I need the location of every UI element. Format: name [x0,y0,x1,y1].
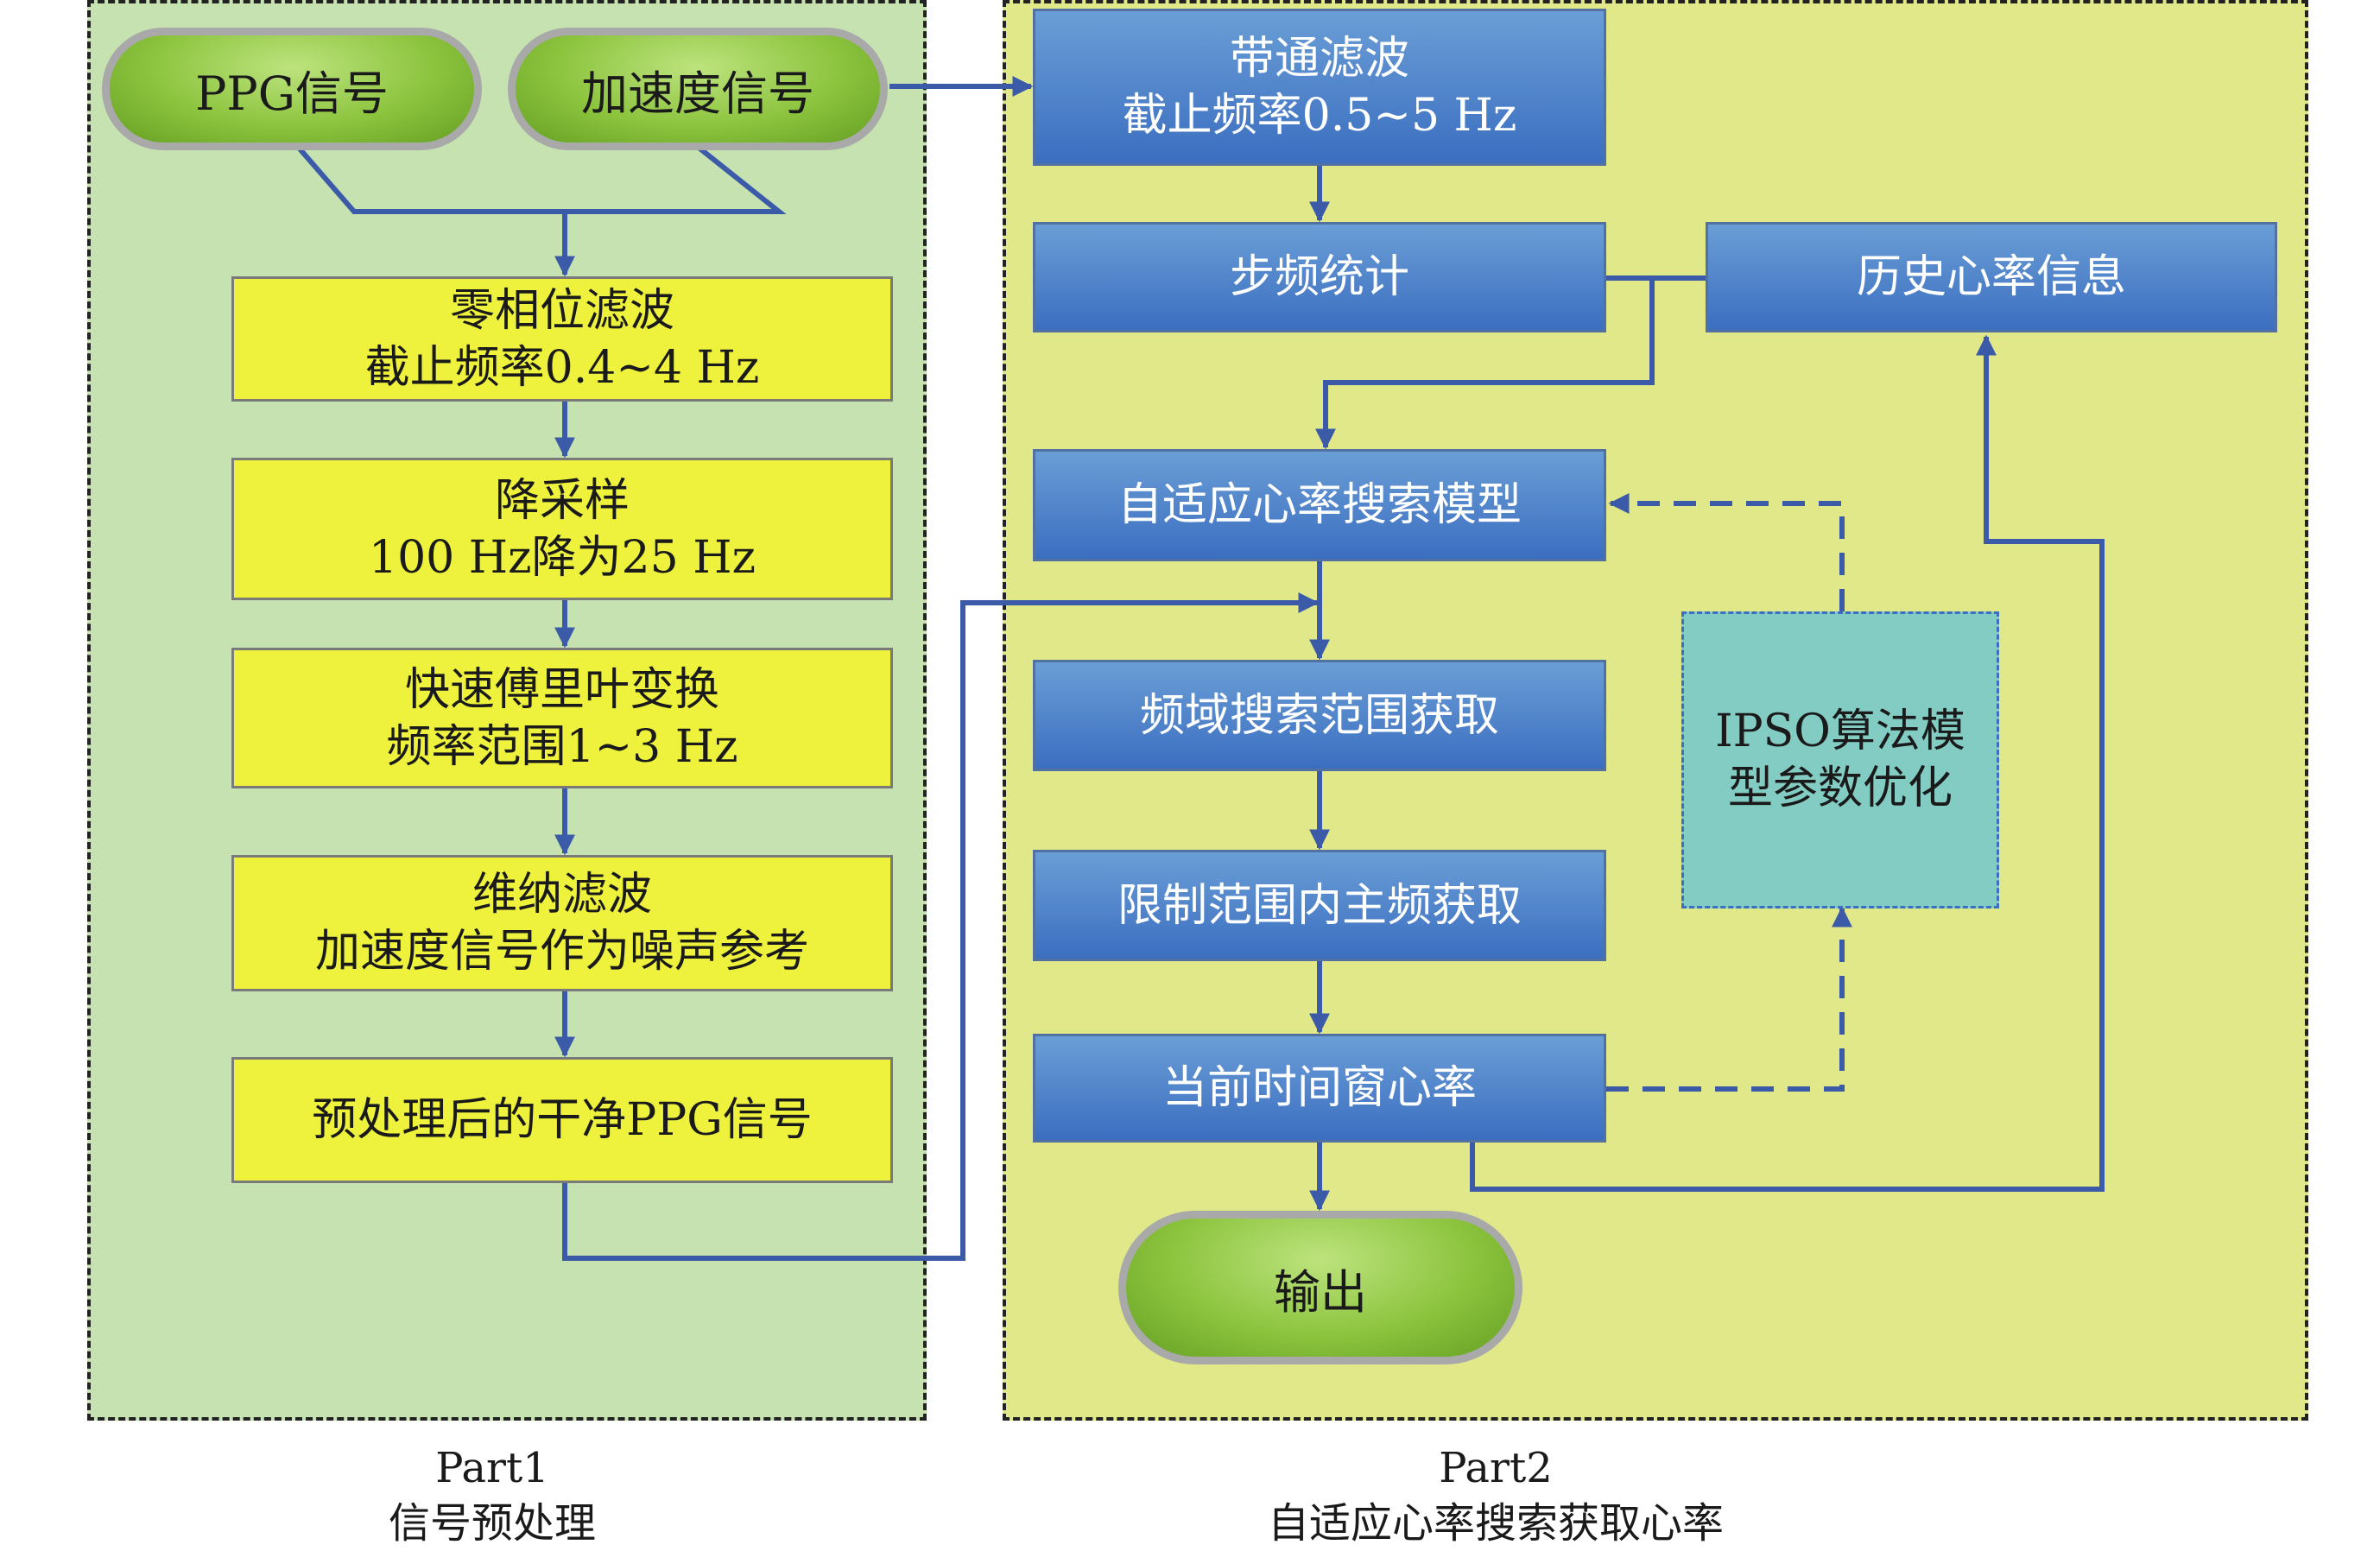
adaptive-search-model-label: 自适应心率搜索模型 [1117,479,1522,531]
dashed-arrow-ipso-to-model [1608,493,1845,611]
downsample-box: 降采样 100 Hz降为25 Hz [231,458,893,600]
bandpass-filter-cutoff: 截止频率0.5~5 Hz [1122,90,1517,142]
clean-ppg-box: 预处理后的干净PPG信号 [231,1057,893,1183]
bandpass-filter-box: 带通滤波 截止频率0.5~5 Hz [1033,9,1606,166]
adaptive-search-model-box: 自适应心率搜索模型 [1033,449,1606,561]
fft-range: 频率范围1~3 Hz [386,720,738,773]
acceleration-signal-label: 加速度信号 [581,66,814,121]
fft-title: 快速傅里叶变换 [404,663,719,716]
history-heart-rate-box: 历史心率信息 [1706,222,2277,332]
downsample-title: 降采样 [494,474,630,527]
part1-caption: Part1 信号预处理 [285,1440,699,1551]
wiener-filter-detail: 加速度信号作为噪声参考 [314,926,809,978]
arrow-current-to-history [1470,334,2105,1192]
wiener-filter-title: 维纳滤波 [472,869,652,921]
bandpass-filter-title: 带通滤波 [1229,33,1409,85]
ipso-optimization-box: IPSO算法模 型参数优化 [1681,611,1999,908]
current-heart-rate-box: 当前时间窗心率 [1033,1034,1606,1143]
ipso-optimization-line2: 型参数优化 [1727,763,1953,814]
main-frequency-label: 限制范围内主频获取 [1117,879,1522,932]
ipso-optimization-line1: IPSO算法模 [1715,706,1965,757]
output-pill: 输出 [1118,1211,1522,1364]
arrow-cadence-to-model [1315,278,1655,450]
wiener-filter-box: 维纳滤波 加速度信号作为噪声参考 [231,855,893,991]
zero-phase-filter-cutoff: 截止频率0.4~4 Hz [364,341,760,394]
ppg-signal-pill: PPG信号 [102,28,482,150]
clean-ppg-label: 预处理后的干净PPG信号 [312,1094,813,1146]
downsample-detail: 100 Hz降为25 Hz [369,531,756,584]
cadence-stats-box: 步频统计 [1033,222,1606,332]
frequency-range-box: 频域搜索范围获取 [1033,660,1606,771]
output-label: 输出 [1274,1264,1367,1320]
current-heart-rate-label: 当前时间窗心率 [1162,1062,1477,1114]
zero-phase-filter-title: 零相位滤波 [449,284,674,337]
cadence-stats-label: 步频统计 [1229,251,1409,303]
part2-caption-title: Part2 [1439,1444,1553,1492]
ppg-signal-label: PPG信号 [195,66,389,121]
part2-caption-subtitle: 自适应心率搜索获取心率 [1267,1499,1724,1548]
frequency-range-label: 频域搜索范围获取 [1139,689,1499,742]
part1-caption-subtitle: 信号预处理 [388,1499,596,1548]
main-frequency-box: 限制范围内主频获取 [1033,850,1606,961]
acceleration-signal-pill: 加速度信号 [508,28,888,150]
history-heart-rate-label: 历史心率信息 [1856,251,2126,303]
fft-box: 快速傅里叶变换 频率范围1~3 Hz [231,648,893,788]
zero-phase-filter-box: 零相位滤波 截止频率0.4~4 Hz [231,276,893,402]
merge-connector [295,144,787,214]
arrow-clean-ppg-to-range [562,592,1320,1261]
part1-caption-title: Part1 [435,1444,549,1492]
part2-caption: Part2 自适应心率搜索获取心率 [1185,1440,1807,1551]
dashed-arrow-current-to-ipso [1606,906,1852,1092]
